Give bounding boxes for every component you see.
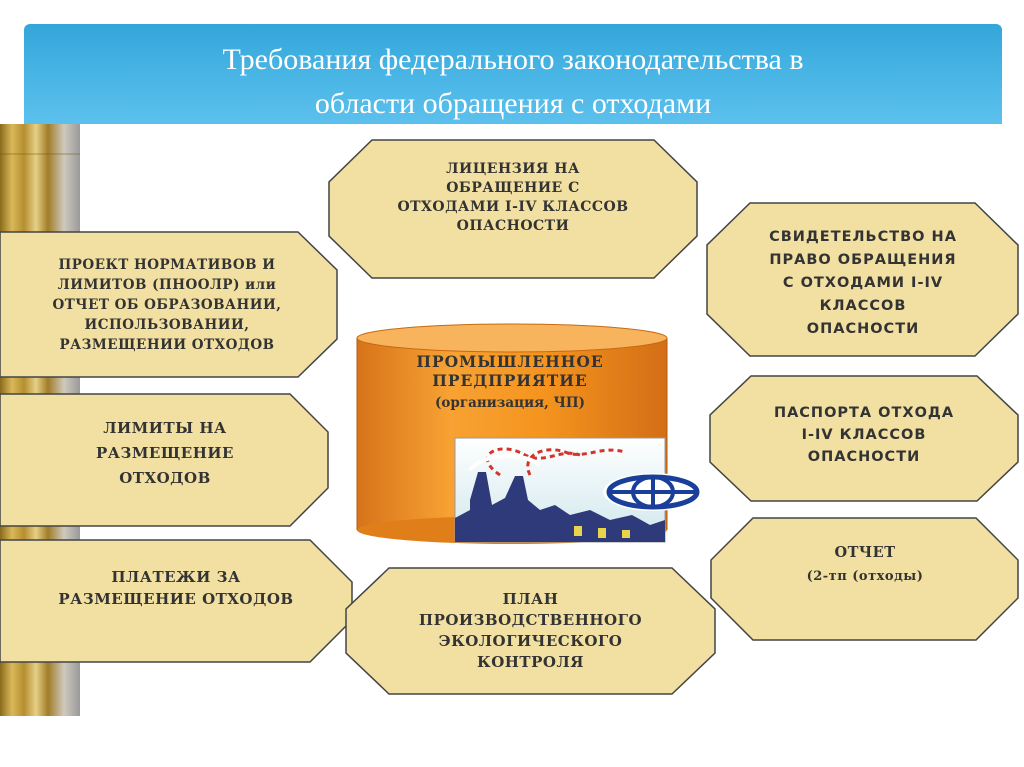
project-line: ПРОЕКТ НОРМАТИВОВ И [58,257,276,273]
license-box [328,139,698,279]
enterprise-line: ПРОМЫШЛЕННОЕ [416,352,604,371]
certificate-line: С ОТХОДАМИ I-IV [782,275,944,291]
plan-line: ПРОИЗВОДСТВЕННОГО [418,611,643,629]
limits-text: ЛИМИТЫ НА РАЗМЕЩЕНИЕ ОТХОДОВ [10,416,320,491]
title-bar: Требования федерального законодательства… [24,24,1002,124]
license-text: ЛИЦЕНЗИЯ НА ОБРАЩЕНИЕ С ОТХОДАМИ I-IV КЛ… [335,160,691,236]
limits-line: ОТХОДОВ [119,469,211,487]
certificate-line: СВИДЕТЕЛЬСТВО НА [769,229,957,245]
passports-line: I-IV КЛАССОВ [801,427,927,443]
plan-box [345,567,716,695]
certificate-line: ОПАСНОСТИ [806,321,920,337]
passports-line: ПАСПОРТА ОТХОДА [773,405,955,421]
report-line: ОТЧЕТ [834,544,896,561]
certificate-box [706,202,1019,357]
project-text: ПРОЕКТ НОРМАТИВОВ И ЛИМИТОВ (ПНООЛР) или… [4,255,330,355]
payments-line: РАЗМЕЩЕНИЕ ОТХОДОВ [58,590,294,608]
plan-text: ПЛАН ПРОИЗВОДСТВЕННОГО ЭКОЛОГИЧЕСКОГО КО… [352,589,709,673]
report-line: (2-тп (отходы) [806,569,924,584]
plan-line: ПЛАН [502,590,559,608]
passports-line: ОПАСНОСТИ [807,449,921,465]
report-box [710,517,1019,641]
limits-line: ЛИМИТЫ НА [103,419,227,437]
passports-text: ПАСПОРТА ОТХОДА I-IV КЛАССОВ ОПАСНОСТИ [716,402,1012,468]
project-line: ОТЧЕТ ОБ ОБРАЗОВАНИИ, [52,297,282,313]
plan-line: КОНТРОЛЯ [477,653,584,671]
limits-line: РАЗМЕЩЕНИЕ [96,444,234,462]
project-line: ИСПОЛЬЗОВАНИИ, [84,317,250,333]
project-box [0,231,338,378]
passports-box [709,375,1019,502]
license-line: ОТХОДАМИ I-IV КЛАССОВ [397,199,629,215]
enterprise-line: ПРЕДПРИЯТИЕ [432,371,588,390]
plan-line: ЭКОЛОГИЧЕСКОГО [438,632,623,650]
project-line: РАЗМЕЩЕНИИ ОТХОДОВ [59,337,275,353]
certificate-line: КЛАССОВ [819,298,907,314]
license-line: ОБРАЩЕНИЕ С [446,180,580,196]
slide-title-line-1: Требования федерального законодательства… [222,43,804,76]
slide-title-line-2: области обращения с отходами [314,87,712,120]
certificate-line: ПРАВО ОБРАЩЕНИЯ [769,252,957,268]
certificate-text: СВИДЕТЕЛЬСТВО НА ПРАВО ОБРАЩЕНИЯ С ОТХОД… [712,226,1014,341]
license-line: ОПАСНОСТИ [456,218,570,234]
slide-title: Требования федерального законодательства… [24,38,1002,126]
limits-box [0,393,329,527]
payments-line: ПЛАТЕЖИ ЗА [111,568,241,586]
payments-text: ПЛАТЕЖИ ЗА РАЗМЕЩЕНИЕ ОТХОДОВ [10,566,342,610]
enterprise-label: ПРОМЫШЛЕННОЕ ПРЕДПРИЯТИЕ (организация, Ч… [360,352,660,414]
license-line: ЛИЦЕНЗИЯ НА [446,161,580,177]
report-text: ОТЧЕТ (2-тп (отходы) [717,541,1013,589]
project-line: ЛИМИТОВ (ПНООЛР) или [57,277,277,293]
globe-icon [603,473,703,511]
enterprise-subtitle: (организация, ЧП) [435,395,585,411]
